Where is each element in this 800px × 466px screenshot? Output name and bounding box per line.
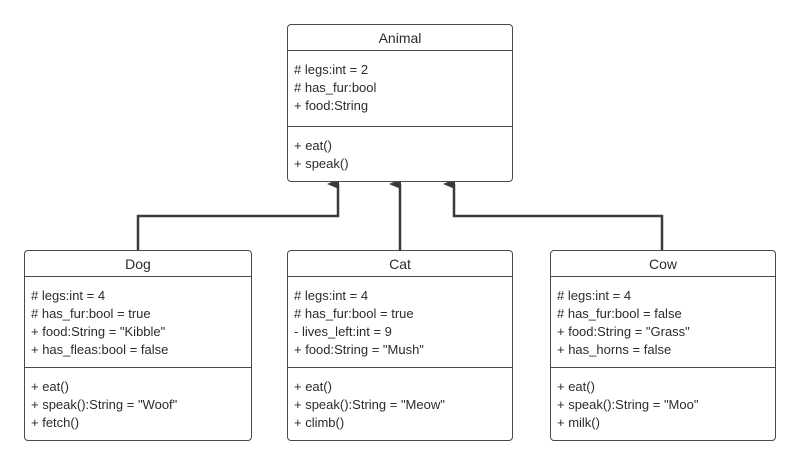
method-line: + speak():String = "Meow": [294, 397, 445, 412]
attribute-line: + food:String = "Kibble": [31, 324, 166, 339]
class-name-dog: Dog: [25, 251, 251, 277]
attributes-animal: # legs:int = 2 # has_fur:bool + food:Str…: [288, 51, 512, 127]
method-line: + speak(): [294, 156, 349, 171]
class-name-animal: Animal: [288, 25, 512, 51]
attribute-line: # has_fur:bool: [294, 80, 377, 95]
class-animal[interactable]: Animal # legs:int = 2 # has_fur:bool + f…: [287, 24, 513, 182]
methods-cat: + eat() + speak():String = "Meow" + clim…: [288, 368, 512, 432]
attributes-dog: # legs:int = 4 # has_fur:bool = true + f…: [25, 277, 251, 368]
attribute-line: - lives_left:int = 9: [294, 324, 392, 339]
attribute-line: # legs:int = 2: [294, 62, 369, 77]
attribute-line: + has_horns = false: [557, 342, 672, 357]
attribute-line: + food:String = "Grass": [557, 324, 690, 339]
method-line: + climb(): [294, 415, 345, 430]
method-line: + speak():String = "Moo": [557, 397, 699, 412]
attribute-line: # legs:int = 4: [557, 288, 632, 303]
class-dog[interactable]: Dog # legs:int = 4 # has_fur:bool = true…: [24, 250, 252, 441]
attributes-cat: # legs:int = 4 # has_fur:bool = true - l…: [288, 277, 512, 368]
attribute-line: + food:String: [294, 98, 369, 113]
class-name-cow: Cow: [551, 251, 775, 277]
method-line: + speak():String = "Woof": [31, 397, 178, 412]
attribute-line: + food:String = "Mush": [294, 342, 424, 357]
attribute-line: # legs:int = 4: [31, 288, 106, 303]
methods-cow: + eat() + speak():String = "Moo" + milk(…: [551, 368, 775, 432]
method-line: + milk(): [557, 415, 600, 430]
attribute-line: # has_fur:bool = true: [294, 306, 414, 321]
attribute-line: + has_fleas:bool = false: [31, 342, 169, 357]
class-cat[interactable]: Cat # legs:int = 4 # has_fur:bool = true…: [287, 250, 513, 441]
attribute-line: # legs:int = 4: [294, 288, 369, 303]
class-cow[interactable]: Cow # legs:int = 4 # has_fur:bool = fals…: [550, 250, 776, 441]
method-line: + eat(): [294, 138, 332, 153]
methods-animal: + eat() + speak(): [288, 127, 512, 173]
attribute-line: # has_fur:bool = false: [557, 306, 682, 321]
method-line: + fetch(): [31, 415, 80, 430]
dog-to-animal-connector: [136, 179, 340, 250]
cow-to-animal-connector: [443, 179, 664, 250]
methods-dog: + eat() + speak():String = "Woof" + fetc…: [25, 368, 251, 432]
method-line: + eat(): [557, 379, 595, 394]
attribute-line: # has_fur:bool = true: [31, 306, 151, 321]
attributes-cow: # legs:int = 4 # has_fur:bool = false + …: [551, 277, 775, 368]
class-name-cat: Cat: [288, 251, 512, 277]
method-line: + eat(): [294, 379, 332, 394]
method-line: + eat(): [31, 379, 69, 394]
